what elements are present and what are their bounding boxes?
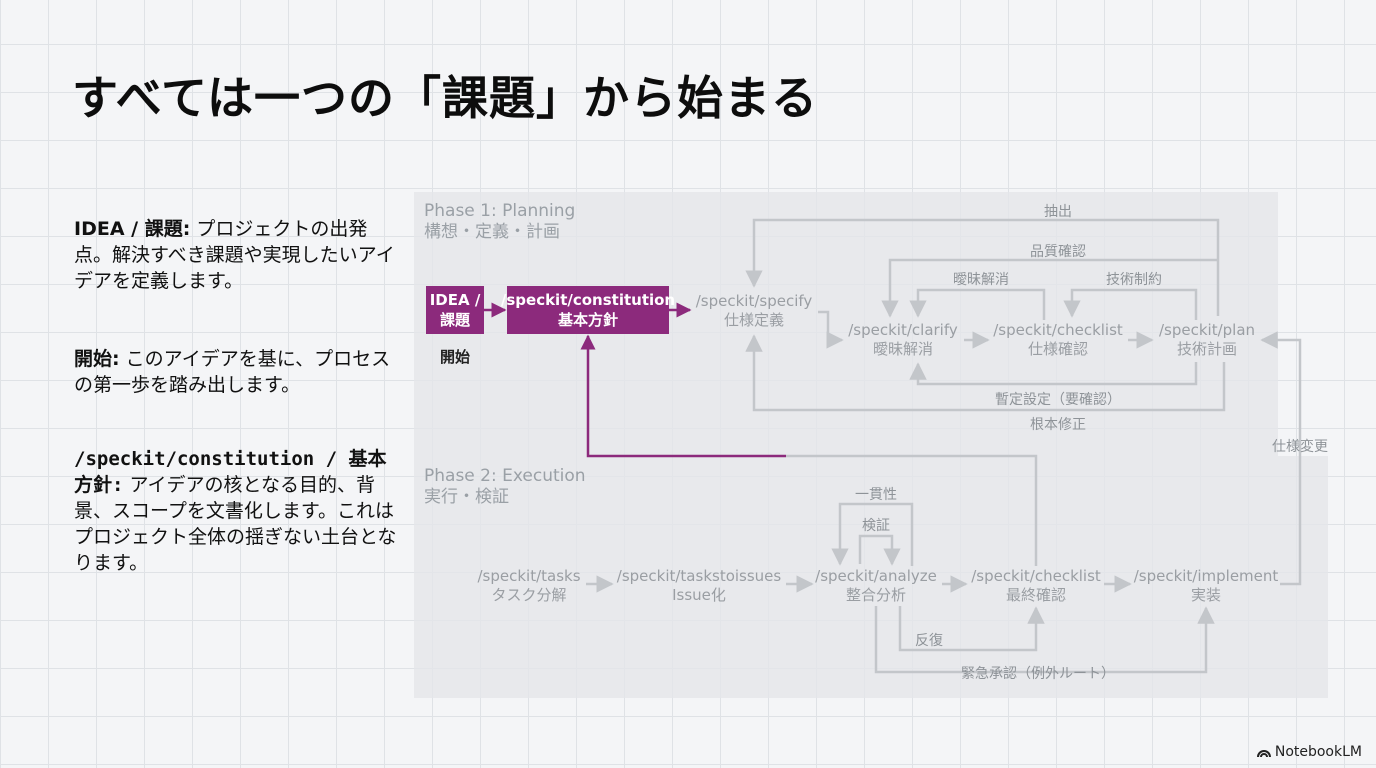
- analyze-node-cmd: /speckit/analyze: [815, 567, 937, 585]
- edge-tech-constraint: [1063, 288, 1198, 320]
- desc-idea-body: プロジェクトの出発点。解決すべき課題や実現したいアイデアを定義します。: [74, 218, 395, 292]
- edge-phase2-up: [786, 454, 1038, 566]
- taskstoissues-node-jp: Issue化: [672, 586, 726, 604]
- checklist-spec-node-cmd: /speckit/checklist: [993, 321, 1123, 339]
- specify-node-cmd: /speckit/specify: [695, 292, 813, 310]
- implement-node[interactable]: /speckit/implement 実装: [1134, 567, 1279, 605]
- clarify-node[interactable]: /speckit/clarify 曖昧解消: [848, 321, 958, 359]
- specify-node-jp: 仕様定義: [723, 311, 784, 329]
- idea-node[interactable]: IDEA / 課題: [426, 286, 484, 334]
- edge-fundamental: [745, 334, 1226, 412]
- label-fundamental-fix: 根本修正: [1030, 417, 1086, 433]
- label-extract: 抽出: [1044, 204, 1072, 220]
- tasks-node-jp: タスク分解: [491, 586, 567, 604]
- label-tentative: 暫定設定（要確認）: [995, 392, 1121, 408]
- edge-ambiguity: [909, 288, 1046, 320]
- plan-node-cmd: /speckit/plan: [1158, 321, 1256, 339]
- specify-node[interactable]: /speckit/specify 仕様定義: [696, 292, 813, 330]
- label-emergency: 緊急承認（例外ルート）: [961, 666, 1115, 682]
- analyze-node[interactable]: /speckit/analyze 整合分析: [815, 567, 937, 605]
- label-tech-constraint: 技術制約: [1106, 272, 1162, 288]
- phase2-title: Phase 2: Execution: [424, 466, 586, 486]
- label-verify: 検証: [862, 518, 890, 534]
- phase2-subtitle: 実行・検証: [424, 487, 509, 507]
- desc-idea-head: IDEA / 課題:: [74, 218, 191, 240]
- tasks-node-cmd: /speckit/tasks: [477, 567, 581, 585]
- idea-node-line2: 課題: [439, 311, 470, 329]
- checklist-spec-node-jp: 仕様確認: [1027, 340, 1089, 358]
- constitution-node-line2: 基本方針: [557, 311, 618, 329]
- constitution-node[interactable]: /speckit/constitution 基本方針: [501, 286, 675, 334]
- checklist-final-node-jp: 最終確認: [1005, 586, 1067, 604]
- edge-tentative: [909, 362, 1198, 386]
- start-label: 開始: [440, 348, 471, 366]
- implement-node-cmd: /speckit/implement: [1133, 567, 1279, 585]
- checklist-final-node-cmd: /speckit/checklist: [971, 567, 1101, 585]
- edge-iterate: [898, 606, 1045, 652]
- desc-idea: IDEA / 課題: プロジェクトの出発点。解決すべき課題や実現したいアイデアを…: [74, 216, 404, 294]
- label-iterate: 反復: [915, 633, 943, 649]
- desc-constitution-body: アイデアの核となる目的、背景、スコープを文書化します。これはプロジェクト全体の揺…: [74, 474, 397, 574]
- label-consistency: 一貫性: [855, 487, 897, 503]
- edge-consistency: [831, 502, 914, 566]
- plan-node[interactable]: /speckit/plan 技術計画: [1159, 321, 1255, 359]
- plan-node-jp: 技術計画: [1176, 340, 1238, 358]
- phase2-header: Phase 2: Execution 実行・検証: [424, 466, 586, 508]
- notebooklm-icon: [1256, 750, 1271, 758]
- checklist-final-node[interactable]: /speckit/checklist 最終確認: [971, 567, 1101, 605]
- phase1-header: Phase 1: Planning 構想・定義・計画: [424, 201, 575, 243]
- phase1-title: Phase 1: Planning: [424, 201, 576, 221]
- clarify-node-jp: 曖昧解消: [872, 340, 933, 358]
- desc-constitution-head: /speckit/constitution / 基本方針:: [74, 448, 387, 496]
- implement-node-jp: 実装: [1190, 586, 1221, 604]
- edge-quality: [881, 258, 1218, 318]
- checklist-spec-node[interactable]: /speckit/checklist 仕様確認: [993, 321, 1123, 359]
- label-ambiguity: 曖昧解消: [953, 272, 1009, 288]
- notebooklm-logo: NotebookLM: [1256, 744, 1362, 760]
- taskstoissues-node[interactable]: /speckit/taskstoissues Issue化: [617, 567, 781, 605]
- clarify-node-cmd: /speckit/clarify: [848, 321, 958, 339]
- label-quality: 品質確認: [1030, 244, 1086, 260]
- desc-start-head: 開始:: [74, 348, 120, 370]
- page-title: すべては一つの「課題」から始まる: [72, 71, 819, 125]
- label-spec-change: 仕様変更: [1272, 439, 1328, 455]
- notebooklm-label: NotebookLM: [1274, 744, 1362, 760]
- edge-spec-change: [1260, 331, 1302, 586]
- idea-node-line1: IDEA /: [429, 291, 481, 309]
- edge-specify-clarify: [818, 310, 844, 349]
- analyze-node-jp: 整合分析: [845, 586, 907, 604]
- phase2-panel: [414, 456, 1328, 698]
- edge-extract: [745, 218, 1220, 316]
- tasks-node[interactable]: /speckit/tasks タスク分解: [477, 567, 580, 605]
- edge-emergency: [874, 606, 1215, 674]
- phase1-subtitle: 構想・定義・計画: [424, 222, 560, 242]
- desc-start: 開始: このアイデアを基に、プロセスの第一歩を踏み出します。: [74, 346, 404, 398]
- edge-feedback-constitution: [580, 334, 786, 458]
- taskstoissues-node-cmd: /speckit/taskstoissues: [616, 567, 782, 585]
- edge-verify: [858, 534, 901, 566]
- constitution-node-line1: /speckit/constitution: [500, 291, 676, 309]
- desc-start-body: このアイデアを基に、プロセスの第一歩を踏み出します。: [74, 348, 391, 396]
- desc-constitution: /speckit/constitution / 基本方針: アイデアの核となる目…: [74, 446, 404, 576]
